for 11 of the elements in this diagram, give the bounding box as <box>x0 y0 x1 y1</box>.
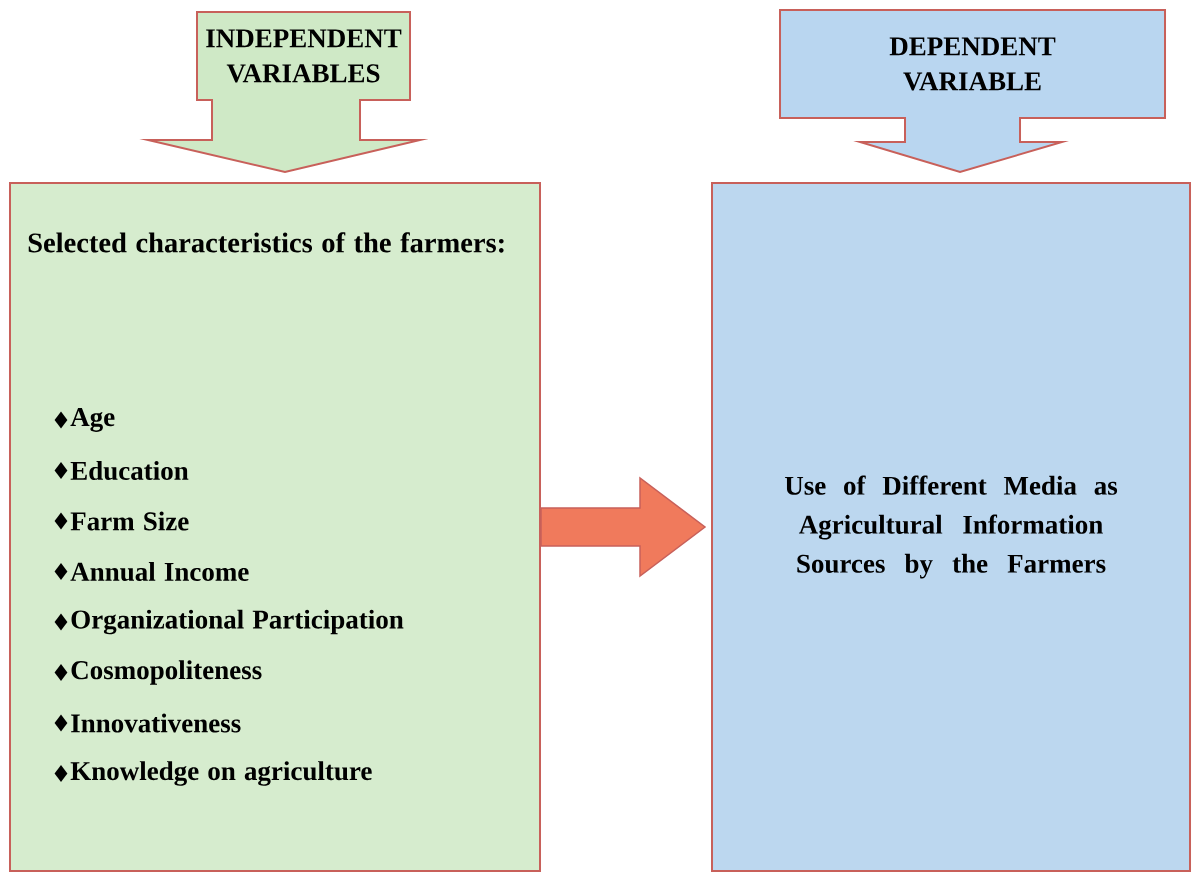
list-item: Organizational Participation <box>54 609 404 635</box>
list-item: Education <box>54 460 189 481</box>
list-item: Knowledge on agriculture <box>54 761 372 786</box>
box-text: Use of Different Media as Agricultural Information Sources by the Farmers <box>784 475 1118 579</box>
list-item: Innovativeness <box>54 713 241 733</box>
block-arrow <box>540 476 707 578</box>
list-item: Age <box>54 408 115 432</box>
list-item: Annual Income <box>54 561 249 582</box>
list-item: Cosmopoliteness <box>54 660 262 685</box>
list-item: Farm Size <box>54 511 189 531</box>
heading: Selected characteristics of the farmers: <box>28 232 504 253</box>
